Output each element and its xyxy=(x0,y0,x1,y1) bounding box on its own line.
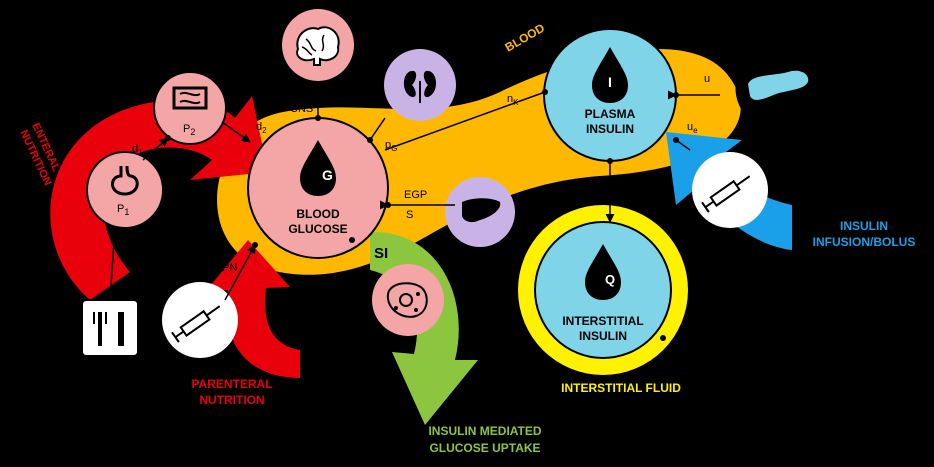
edge-dots xyxy=(112,89,679,341)
si-label: SI xyxy=(374,245,388,262)
insulin-symbol: I xyxy=(608,74,612,90)
pancreas-icon xyxy=(748,70,809,100)
syringe-icon xyxy=(171,305,221,343)
edge-pg: pG xyxy=(385,139,397,153)
edge-cns: CNS xyxy=(290,103,313,115)
parenteral-label-2: NUTRITION xyxy=(199,393,264,407)
interstitial-insulin-label-2: INSULIN xyxy=(579,329,627,343)
edge-s: S xyxy=(406,209,413,221)
liver-node xyxy=(445,177,515,247)
edge-d1: d1 xyxy=(132,143,143,157)
kidney-node xyxy=(384,49,456,121)
edge-egp: EGP xyxy=(404,189,427,201)
glucose-symbol: G xyxy=(322,167,333,183)
stomach-icon xyxy=(111,165,139,196)
pancreas-node xyxy=(735,45,821,131)
blood-label: BLOOD xyxy=(503,21,548,55)
p2-label: P2 xyxy=(183,123,195,137)
syringe-node-infusion xyxy=(692,152,768,228)
insulin-infusion-label-2: INFUSION/BOLUS xyxy=(813,235,916,249)
interstitial-symbol: Q xyxy=(605,272,615,287)
cell-node xyxy=(372,264,444,336)
insulin-infusion-label-1: INSULIN xyxy=(840,219,888,233)
drop-icon: G xyxy=(300,140,336,196)
edge-lines xyxy=(109,81,720,301)
drop-icon: I xyxy=(592,47,628,103)
plasma-insulin-label-2: INSULIN xyxy=(586,122,634,136)
drop-icon: Q xyxy=(585,244,621,300)
interstitial-insulin-label-1: INTERSTITIAL xyxy=(562,314,643,328)
enteral-arrow xyxy=(50,96,268,300)
uptake-label-1: INSULIN MEDIATED xyxy=(428,424,541,438)
liver-icon xyxy=(462,198,501,223)
cell-icon xyxy=(386,282,428,318)
brain-icon xyxy=(296,26,340,66)
p1-label: P1 xyxy=(117,203,129,217)
brain-node xyxy=(282,9,354,81)
blood-glucose-label-2: GLUCOSE xyxy=(288,222,347,236)
edge-u-top: u xyxy=(704,73,710,85)
parenteral-label-1: PARENTERAL xyxy=(191,377,272,391)
uptake-label-2: GLUCOSE UPTAKE xyxy=(429,441,540,455)
edge-d2: d2 xyxy=(256,121,267,135)
plasma-insulin-label-1: PLASMA xyxy=(585,107,636,121)
food-node xyxy=(81,299,139,357)
syringe-node-parenteral xyxy=(162,282,238,358)
interstitial-fluid-label: INTERSTITIAL FLUID xyxy=(561,381,681,395)
intestine-icon xyxy=(172,86,208,110)
edge-ue: ue xyxy=(687,121,698,135)
edge-nk: nK xyxy=(507,93,519,107)
blood-glucose-label-1: BLOOD xyxy=(296,207,340,221)
kidney-icon xyxy=(403,70,437,103)
fork-knife-icon xyxy=(93,312,124,346)
edge-pn: PN xyxy=(222,262,237,274)
syringe-icon xyxy=(701,175,751,213)
parenteral-arrow xyxy=(205,240,300,378)
p1-node xyxy=(86,151,164,229)
